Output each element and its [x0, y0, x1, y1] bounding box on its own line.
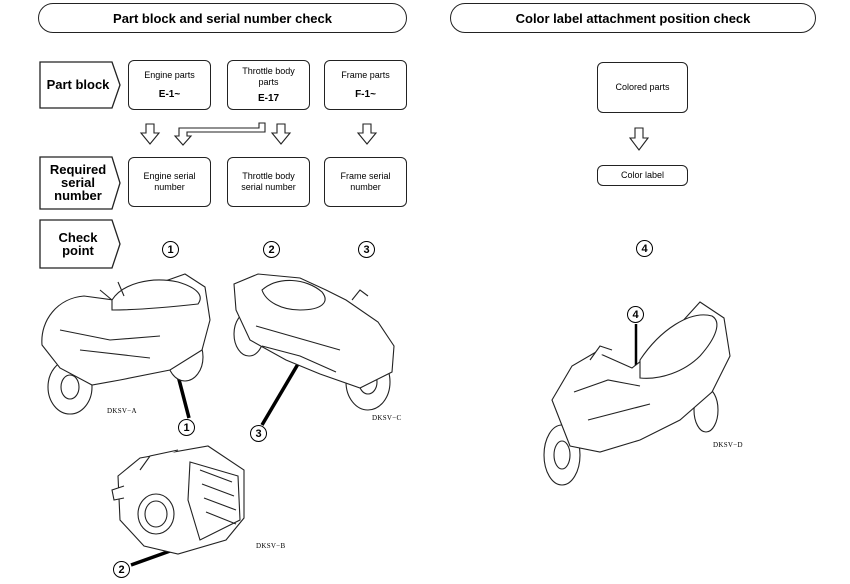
callout-4: 4 [627, 306, 644, 323]
caption-dksv-b: DKSV−B [256, 542, 286, 550]
caption-dksv-a: DKSV−A [107, 407, 137, 415]
down-arrow-frame [356, 123, 378, 145]
header-color-label-check: Color label attachment position check [450, 3, 816, 33]
serial-box-throttle-line-1: Throttle body [242, 171, 295, 181]
check-point-3: 3 [358, 241, 375, 258]
row-label-serial-line-1: Required [49, 162, 107, 177]
serial-box-frame: Frame serial number [324, 157, 407, 207]
serial-box-frame-line-1: Frame serial [340, 171, 391, 181]
part-block-throttle-name-1: Throttle body [242, 66, 295, 76]
serial-box-frame-line-2: number [350, 182, 381, 192]
check-point-4: 4 [636, 240, 653, 257]
row-label-serial-line-3: number [54, 188, 102, 203]
callout-1: 1 [178, 419, 195, 436]
scooter-front-illustration [543, 301, 731, 486]
check-point-2: 2 [263, 241, 280, 258]
callout-4-number: 4 [632, 308, 639, 321]
serial-box-engine-line-2: number [154, 182, 185, 192]
row-label-part-block-text: Part block [46, 77, 110, 92]
color-label-text: Color label [620, 170, 665, 180]
colored-parts-box: Colored parts [597, 62, 688, 113]
colored-parts-text: Colored parts [615, 82, 670, 92]
caption-dksv-d: DKSV−D [713, 441, 743, 449]
header-part-block-check: Part block and serial number check [38, 3, 407, 33]
header-part-block-check-text: Part block and serial number check [113, 10, 332, 26]
part-block-throttle: Throttle body parts E-17 [227, 60, 310, 110]
part-block-frame-code: F-1~ [355, 89, 376, 100]
part-block-engine-code: E-1~ [158, 89, 181, 100]
row-label-shape-part-block [39, 61, 121, 109]
scooter-right-illustration [233, 273, 395, 411]
callout-1-number: 1 [183, 421, 190, 434]
bent-arrow-throttle-to-engine [173, 122, 266, 146]
check-point-1: 1 [162, 241, 179, 258]
scooter-left-illustration [41, 273, 211, 415]
row-label-check-point: Check point [40, 231, 116, 257]
part-block-frame-name: Frame parts [341, 70, 390, 80]
callout-3-number: 3 [255, 427, 262, 440]
down-arrow-throttle [270, 123, 292, 145]
part-block-frame: Frame parts F-1~ [324, 60, 407, 110]
callout-3: 3 [250, 425, 267, 442]
down-arrow-engine [139, 123, 161, 145]
serial-box-throttle-line-2: serial number [241, 182, 296, 192]
check-point-4-number: 4 [641, 242, 648, 255]
serial-box-throttle: Throttle body serial number [227, 157, 310, 207]
check-point-3-number: 3 [363, 243, 370, 256]
check-point-2-number: 2 [268, 243, 275, 256]
part-block-engine-name: Engine parts [144, 70, 195, 80]
throttle-body-illustration [111, 445, 245, 555]
row-label-shape-serial [39, 156, 121, 210]
part-block-throttle-name-2: parts [258, 77, 279, 87]
row-label-part-block: Part block [40, 78, 116, 91]
callout-2: 2 [113, 561, 130, 578]
header-color-label-check-text: Color label attachment position check [515, 10, 751, 26]
color-label-box: Color label [597, 165, 688, 186]
down-arrow-color [628, 127, 650, 151]
serial-box-engine: Engine serial number [128, 157, 211, 207]
row-label-check-line-2: point [62, 243, 94, 258]
caption-dksv-c: DKSV−C [372, 414, 402, 422]
callout-2-number: 2 [118, 563, 125, 576]
part-block-throttle-code: E-17 [257, 93, 280, 104]
serial-box-engine-line-1: Engine serial [143, 171, 196, 181]
part-block-engine: Engine parts E-1~ [128, 60, 211, 110]
row-label-check-line-1: Check [58, 230, 98, 245]
row-label-required-serial: Required serial number [40, 163, 116, 202]
check-point-1-number: 1 [167, 243, 174, 256]
row-label-shape-check [39, 219, 121, 269]
leader-line-3 [260, 363, 300, 426]
row-label-serial-line-2: serial [61, 175, 95, 190]
